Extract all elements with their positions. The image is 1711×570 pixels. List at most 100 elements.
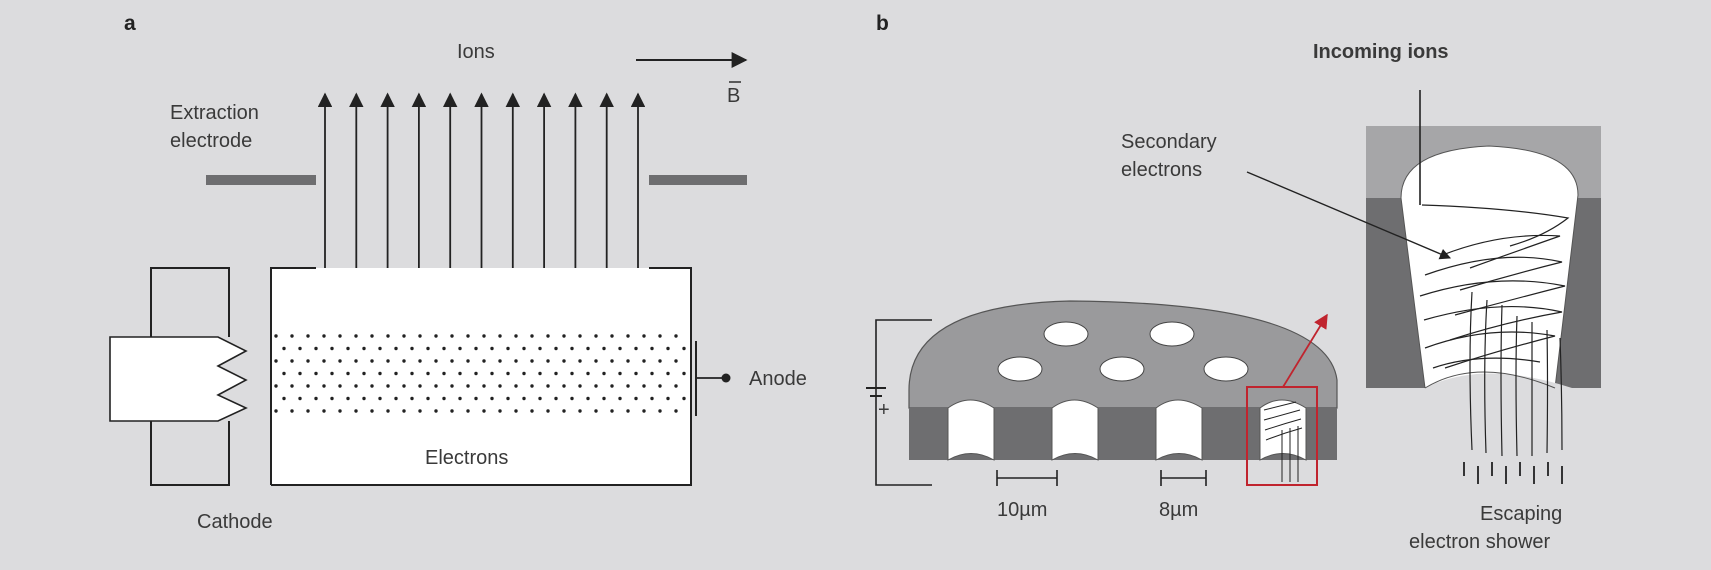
electron-shower-trajectories (1469, 291, 1563, 457)
electron-dot (322, 409, 326, 413)
electron-dot (466, 334, 470, 338)
electron-dot (674, 334, 678, 338)
electron-dot (274, 334, 278, 338)
cut-channels (947, 399, 1307, 461)
channel (947, 399, 995, 461)
electron-dot (322, 384, 326, 388)
electron-dot (426, 396, 430, 401)
electron-dot (642, 409, 646, 413)
electron-dot (338, 334, 342, 338)
channel (1051, 399, 1099, 461)
electron-dot (290, 334, 294, 338)
electron-dot (634, 371, 638, 376)
electron-dot (562, 384, 566, 388)
anode-label: Anode (749, 368, 807, 390)
electron-dot (674, 409, 678, 413)
electron-dot (402, 384, 406, 388)
electron-dot (562, 409, 566, 413)
electron-dot (546, 384, 550, 388)
electron-dot (514, 334, 518, 338)
electron-dot (474, 396, 478, 401)
cathode-bracket (150, 267, 230, 486)
electron-dot (482, 334, 486, 338)
electron-dot (346, 346, 350, 351)
electron-dot (402, 334, 406, 338)
secondary-electrons-pointer (1246, 171, 1452, 260)
electron-dot (634, 346, 638, 351)
electron-dot (490, 346, 494, 351)
electron-dot (466, 409, 470, 413)
mcp-plate-top (908, 300, 1338, 409)
electron-dot (482, 384, 486, 388)
electron-dot (274, 409, 278, 413)
electron-dot (530, 359, 534, 363)
electron-dot (546, 409, 550, 413)
electron-dot (274, 359, 278, 363)
electron-dot (274, 384, 278, 388)
electron-dot (394, 346, 398, 351)
electron-dot (658, 359, 662, 363)
electron-dot (674, 384, 678, 388)
cathode-filament (109, 336, 248, 422)
electron-dot (338, 359, 342, 363)
electron-dot (442, 346, 446, 351)
electron-dot (642, 334, 646, 338)
electron-dot (330, 396, 334, 401)
electron-dot (514, 359, 518, 363)
electron-dot (450, 384, 454, 388)
electron-dot (354, 334, 358, 338)
electron-dot (474, 346, 478, 351)
electron-dot (362, 371, 366, 376)
zoom-highlight-box (1246, 386, 1318, 486)
electron-dot (658, 334, 662, 338)
battery-plus: + (878, 399, 890, 421)
electron-dot (386, 334, 390, 338)
pore (1149, 321, 1195, 347)
electron-dot (282, 371, 286, 376)
electrons-label: Electrons (425, 447, 508, 469)
bias-circuit-wire (875, 319, 932, 486)
electron-dot (578, 359, 582, 363)
electron-dot (458, 346, 462, 351)
electron-dot (642, 359, 646, 363)
electron-dot (578, 409, 582, 413)
electron-dot (322, 359, 326, 363)
electron-dot (354, 359, 358, 363)
electron-dot (610, 334, 614, 338)
electron-dot (370, 409, 374, 413)
electron-dot (458, 396, 462, 401)
escaping-label-line1: Escaping (1480, 503, 1562, 525)
electron-dot (370, 334, 374, 338)
secondary-label-line2: electrons (1121, 159, 1202, 181)
electron-dot (370, 384, 374, 388)
electron-dot (522, 371, 526, 376)
electron-dot (666, 346, 670, 351)
electron-dot (386, 409, 390, 413)
electron-dot (442, 371, 446, 376)
electron-dot (338, 384, 342, 388)
electron-dot (650, 396, 654, 401)
electron-dot (538, 346, 542, 351)
electron-dot (586, 396, 590, 401)
electron-dot (482, 359, 486, 363)
electron-dot (570, 396, 574, 401)
electron-dot (402, 359, 406, 363)
electron-dot (474, 371, 478, 376)
electron-dot (578, 384, 582, 388)
mini-cascade (1263, 401, 1303, 482)
electron-dot (314, 396, 318, 401)
electron-dot (330, 346, 334, 351)
pore (997, 356, 1043, 382)
electron-dot (530, 384, 534, 388)
pitch-dimension-large (996, 470, 1058, 486)
electron-dot (554, 396, 558, 401)
electron-dot (410, 346, 414, 351)
electron-dot (594, 359, 598, 363)
electron-dot (402, 409, 406, 413)
electron-dot (306, 359, 310, 363)
electron-dot (314, 371, 318, 376)
channel (1155, 399, 1203, 461)
electron-dot (682, 346, 686, 351)
secondary-label-line1: Secondary (1121, 131, 1217, 153)
